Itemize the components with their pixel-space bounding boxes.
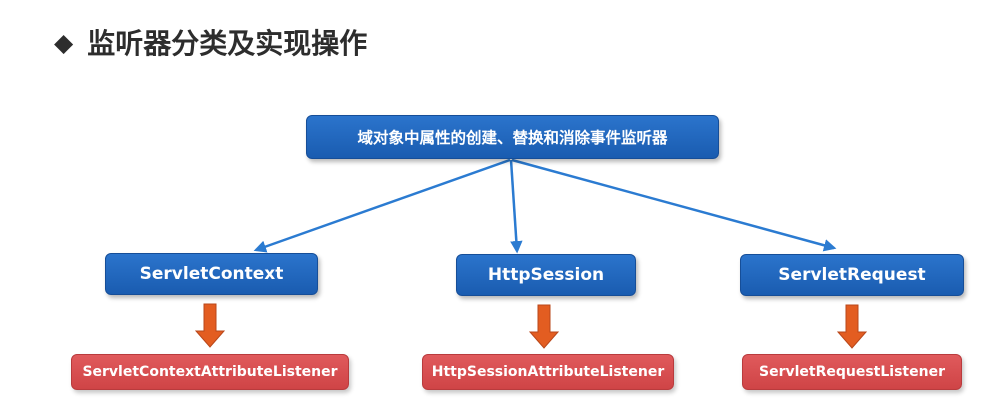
page-title: 监听器分类及实现操作: [87, 27, 368, 60]
slide-title: ◆ 监听器分类及实现操作: [54, 20, 367, 64]
down-arrow-2: [528, 304, 560, 349]
servletcontext-box: ServletContext: [105, 253, 318, 295]
servletcontext-attribute-listener-box: ServletContextAttributeListener: [71, 354, 349, 390]
httpsession-box: HttpSession: [456, 254, 636, 296]
arrow-to-httpsession: [509, 159, 523, 254]
connector-arrows: [253, 158, 837, 254]
httpsession-attribute-listener-box: HttpSessionAttributeListener: [422, 354, 674, 390]
arrow-to-servletcontext: [253, 158, 511, 253]
down-arrows: [194, 303, 868, 349]
servletrequest-box: ServletRequest: [740, 254, 964, 296]
root-listener-box: 域对象中属性的创建、替换和消除事件监听器: [306, 115, 719, 159]
arrow-to-servletrequest: [511, 158, 837, 252]
servletrequest-listener-box: ServletRequestListener: [742, 354, 962, 390]
diamond-bullet-icon: ◆: [54, 27, 74, 57]
down-arrow-1: [194, 303, 226, 348]
down-arrow-3: [836, 304, 868, 349]
